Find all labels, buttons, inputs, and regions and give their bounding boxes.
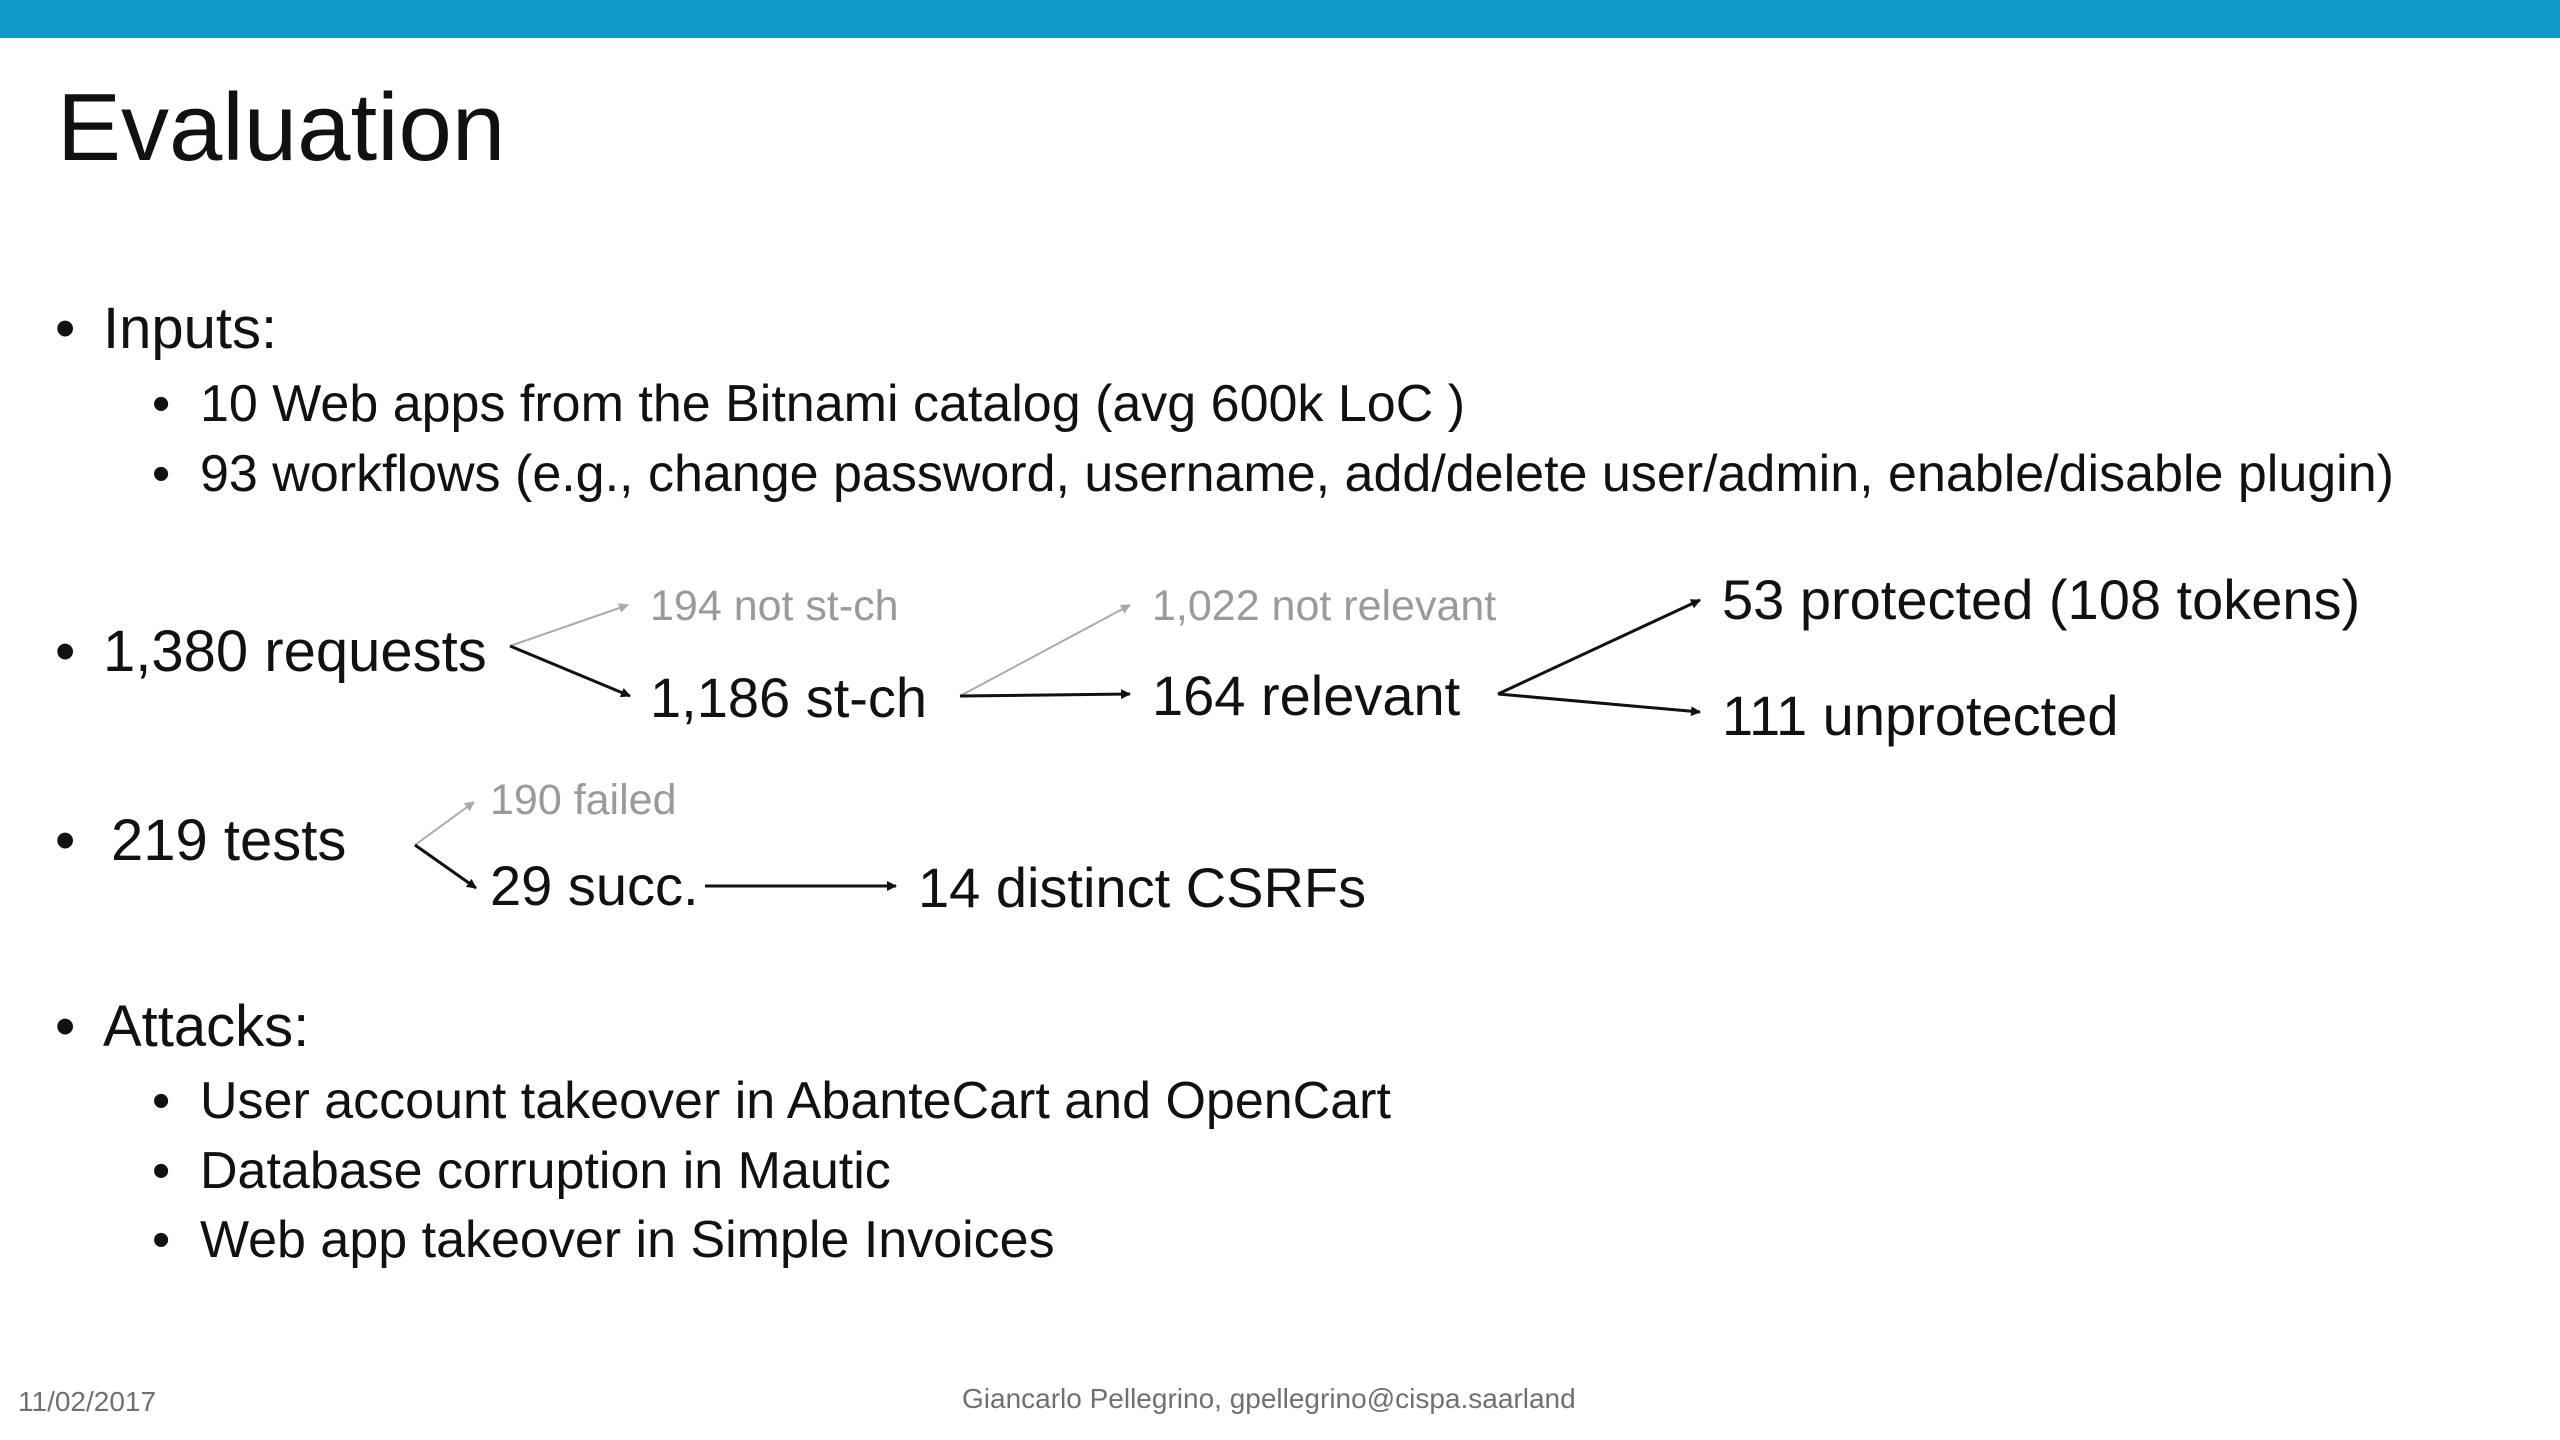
bullet-marker: • — [55, 994, 76, 1059]
stch-label: 1,186 st-ch — [650, 666, 928, 729]
arrow-stch-to-not-relevant — [959, 604, 1131, 697]
relevant-label: 164 relevant — [1152, 664, 1461, 727]
bullet-marker: • — [55, 619, 76, 684]
top-accent-bar — [0, 0, 2560, 38]
protected-label: 53 protected (108 tokens) — [1722, 568, 2361, 631]
inputs-heading: Inputs: — [103, 296, 278, 361]
unprotected-label: 111 unprotected — [1722, 684, 2119, 747]
bullet-marker: • — [55, 296, 76, 361]
arrow-relevant-to-protected — [1497, 598, 1701, 696]
attack-item-account-takeover: User account takeover in AbanteCart and … — [200, 1072, 1391, 1130]
arrow-requests-to-not-stch — [509, 603, 629, 647]
arrow-tests-to-succ — [414, 843, 477, 890]
requests-label: 1,380 requests — [103, 619, 487, 684]
not-stch-label: 194 not st-ch — [650, 582, 899, 630]
footer-author: Giancarlo Pellegrino, gpellegrino@cispa.… — [962, 1383, 1576, 1414]
succ-label: 29 succ. — [490, 854, 699, 917]
slide-title: Evaluation — [57, 74, 506, 181]
sub-bullet-marker: • — [152, 1142, 171, 1200]
tests-label: 219 tests — [111, 808, 347, 873]
arrow-relevant-to-unprotected — [1497, 692, 1701, 717]
inputs-item-workflows: 93 workflows (e.g., change password, use… — [200, 445, 2394, 503]
not-relevant-label: 1,022 not relevant — [1152, 582, 1497, 630]
arrow-requests-to-stch — [509, 644, 631, 698]
attack-item-db-corruption: Database corruption in Mautic — [200, 1142, 891, 1200]
footer-date: 11/02/2017 — [18, 1386, 157, 1417]
sub-bullet-marker: • — [152, 1072, 171, 1130]
failed-label: 190 failed — [490, 776, 677, 824]
bullet-marker: • — [55, 808, 76, 873]
attacks-heading: Attacks: — [103, 994, 310, 1059]
distinct-csrfs-label: 14 distinct CSRFs — [918, 856, 1367, 919]
arrow-stch-to-relevant — [959, 689, 1131, 700]
attack-item-webapp-takeover: Web app takeover in Simple Invoices — [200, 1211, 1055, 1269]
sub-bullet-marker: • — [152, 445, 171, 503]
sub-bullet-marker: • — [152, 1211, 171, 1269]
inputs-item-webapps: 10 Web apps from the Bitnami catalog (av… — [200, 375, 1466, 433]
arrow-tests-to-failed — [414, 801, 475, 846]
sub-bullet-marker: • — [152, 375, 171, 433]
